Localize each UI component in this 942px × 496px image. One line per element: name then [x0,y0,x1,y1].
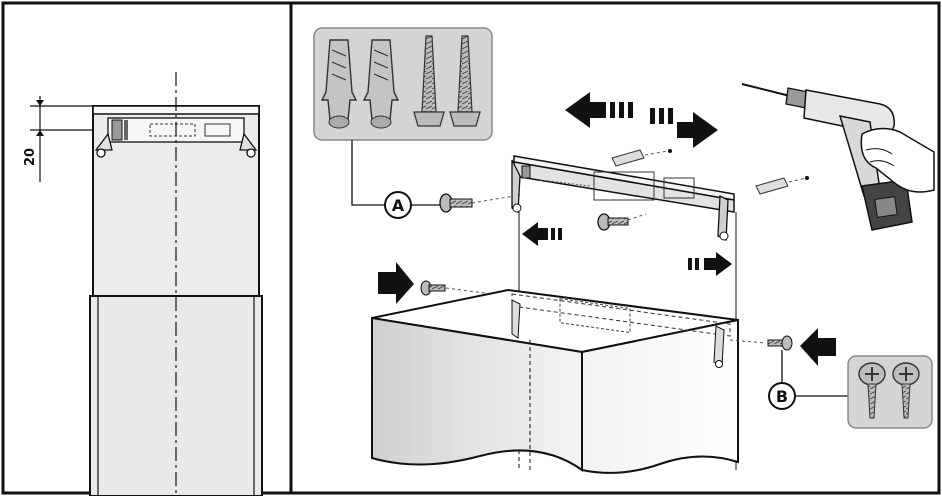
arrow-left-small-icon [522,222,562,246]
power-drill-icon [741,83,935,231]
screw-head-icon [892,362,920,419]
screw-b-icon [729,335,793,351]
screw-left-icon [420,280,509,297]
screw-head-icon [858,362,886,419]
callout-b: B [768,350,848,410]
screw-icon [413,35,445,127]
wall-plug-icon [362,39,400,129]
screw-icon [449,35,481,127]
screw-a-icon [439,193,473,213]
dimension-label: 20 [23,148,38,166]
mounting-bracket [511,155,735,242]
callout-a: A [351,140,440,219]
slide-arrows-icon [565,92,718,148]
push-arrow-left-icon [800,328,836,366]
wall-cabinet [371,288,739,474]
callout-a-label: A [392,196,405,215]
center-screw-icon [597,213,647,231]
push-arrow-right-icon [378,262,414,304]
callout-b-label: B [776,387,788,406]
wall-plug-inserted-icon [755,176,809,195]
wall-plug-icon [320,39,358,129]
arrow-right-small-icon [688,252,732,276]
left-panel-side-view: 20 [23,72,263,496]
hardware-box-wall-plugs-screws [313,27,493,141]
hardware-box-screws-b [847,355,933,429]
wall-plug-inserted-icon [611,149,672,167]
